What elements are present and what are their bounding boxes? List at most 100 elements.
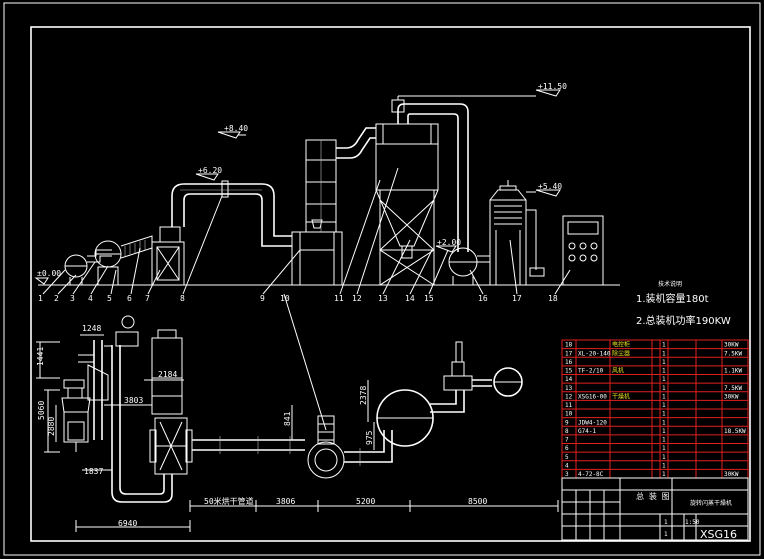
parts-cell-power: 1.1KW xyxy=(724,368,742,375)
elevation-e1150: +11.50 xyxy=(538,82,567,91)
parts-cell-no: 6 xyxy=(565,445,569,452)
plan-dryer-circle xyxy=(307,441,345,479)
plan-motor-small xyxy=(121,315,135,329)
callout-7: 7 xyxy=(145,294,150,303)
title-scale: 1:50 xyxy=(685,519,700,526)
drawing-number: XSG16 xyxy=(700,528,737,541)
parts-cell-power: 7.5KW xyxy=(724,350,742,357)
parts-cell-code: XL-20-140 xyxy=(578,350,611,357)
dim-2184: 2184 xyxy=(158,370,177,379)
parts-cell-qty: 1 xyxy=(662,411,666,418)
elevation-e620: +6.20 xyxy=(198,166,222,175)
callout-10: 10 xyxy=(280,294,290,303)
elevation-e200: +2.00 xyxy=(437,238,461,247)
parts-cell-qty: 1 xyxy=(662,350,666,357)
inner-frame xyxy=(30,26,751,542)
parts-cell-qty: 1 xyxy=(662,471,666,478)
title-sheet: 1 xyxy=(664,531,668,538)
notes-line-1: 1.装机容量180t xyxy=(636,292,709,305)
parts-cell-qty: 1 xyxy=(662,359,666,366)
dim-1441: 1441 xyxy=(36,347,45,366)
parts-cell-code: 4-72-8C xyxy=(578,471,604,478)
technical-notes: 技术说明 1.装机容量180t 2.总装机功率190KW xyxy=(636,280,731,327)
cyclone-top xyxy=(375,123,439,145)
parts-cell-no: 3 xyxy=(565,471,569,478)
parts-cell-qty: 1 xyxy=(662,419,666,426)
dim-6940: 6940 xyxy=(118,519,137,528)
callout-5: 5 xyxy=(107,294,112,303)
parts-cell-code: XSG16-00 xyxy=(578,393,607,400)
dim-3803: 3803 xyxy=(124,396,143,405)
parts-cell-qty: 1 xyxy=(662,393,666,400)
notes-line-2: 2.总装机功率190KW xyxy=(636,314,731,327)
callout-1: 1 xyxy=(38,294,43,303)
parts-cell-no: 11 xyxy=(565,402,573,409)
parts-cell-no: 16 xyxy=(565,359,573,366)
title-qty: 1 xyxy=(664,519,668,526)
plan-view xyxy=(61,315,523,503)
dim-8500: 8500 xyxy=(468,497,487,506)
callout-3: 3 xyxy=(70,294,75,303)
title-center: 总 装 图 xyxy=(636,491,670,501)
parts-cell-code: TF-2/10 xyxy=(578,368,604,375)
callout-leaders xyxy=(42,167,571,431)
plan-dryer-stack xyxy=(317,415,335,445)
parts-cell-no: 9 xyxy=(565,419,569,426)
parts-cell-name: 风机 xyxy=(612,367,624,375)
parts-cell-no: 5 xyxy=(565,454,569,461)
parts-cell-code: JDW4-120 xyxy=(578,419,607,426)
dim-50m-pipe: 50米烘干管道 xyxy=(204,496,254,506)
parts-cell-power: 30KW xyxy=(724,471,739,478)
parts-cell-qty: 1 xyxy=(662,368,666,375)
parts-cell-code: G74-1 xyxy=(578,428,596,435)
parts-cell-qty: 1 xyxy=(662,428,666,435)
cyclone-body xyxy=(375,143,439,191)
elevation-marks: ±0.00 +6.20 +8.40 +11.50 +5.40 +2.00 xyxy=(34,82,567,285)
callout-14: 14 xyxy=(405,294,415,303)
dimension-lines xyxy=(36,334,559,532)
dim-2378: 2378 xyxy=(359,386,368,405)
parts-cell-no: 7 xyxy=(565,437,569,444)
callout-9: 9 xyxy=(260,294,265,303)
parts-cell-power: 18.5KW xyxy=(724,428,746,435)
dim-841: 841 xyxy=(283,411,292,426)
callout-15: 15 xyxy=(424,294,434,303)
callout-17: 17 xyxy=(512,294,522,303)
dim-3806: 3806 xyxy=(276,497,295,506)
callout-16: 16 xyxy=(478,294,488,303)
parts-cell-name: 除尘器 xyxy=(612,349,630,357)
parts-cell-qty: 1 xyxy=(662,462,666,469)
parts-cell-name: 电控柜 xyxy=(612,341,630,349)
parts-cell-no: 14 xyxy=(565,376,573,383)
dim-1837: 1837 xyxy=(84,467,103,476)
title-block: 总 装 图 旋转闪蒸干燥机 1 1:50 1 XSG16 xyxy=(561,477,749,541)
dim-2880: 2880 xyxy=(47,417,56,436)
parts-cell-power: 7.5KW xyxy=(724,385,742,392)
parts-cell-no: 17 xyxy=(565,350,573,357)
title-right: 旋转闪蒸干燥机 xyxy=(690,499,732,507)
callout-13: 13 xyxy=(378,294,388,303)
parts-cell-power: 30KW xyxy=(724,393,739,400)
outer-frame xyxy=(3,2,761,556)
parts-cell-qty: 1 xyxy=(662,385,666,392)
callout-11: 11 xyxy=(334,294,344,303)
parts-cell-no: 18 xyxy=(565,342,573,349)
control-cabinet xyxy=(562,215,604,286)
callout-18: 18 xyxy=(548,294,558,303)
callout-2: 2 xyxy=(54,294,59,303)
bag-filter xyxy=(489,199,527,286)
callout-numbers: 1 2 3 4 5 6 7 8 9 10 11 12 13 14 15 16 1… xyxy=(38,294,558,303)
parts-cell-no: 15 xyxy=(565,368,573,375)
dim-5060: 5060 xyxy=(37,401,46,420)
callout-12: 12 xyxy=(352,294,362,303)
parts-cell-no: 13 xyxy=(565,385,573,392)
parts-cell-qty: 1 xyxy=(662,376,666,383)
callout-6: 6 xyxy=(127,294,132,303)
dim-5200: 5200 xyxy=(356,497,375,506)
elevation-view: ±0.00 +6.20 +8.40 +11.50 +5.40 +2.00 xyxy=(34,82,620,431)
dim-975: 975 xyxy=(365,430,374,445)
parts-cell-name: 干燥机 xyxy=(612,392,630,400)
parts-cell-qty: 1 xyxy=(662,342,666,349)
